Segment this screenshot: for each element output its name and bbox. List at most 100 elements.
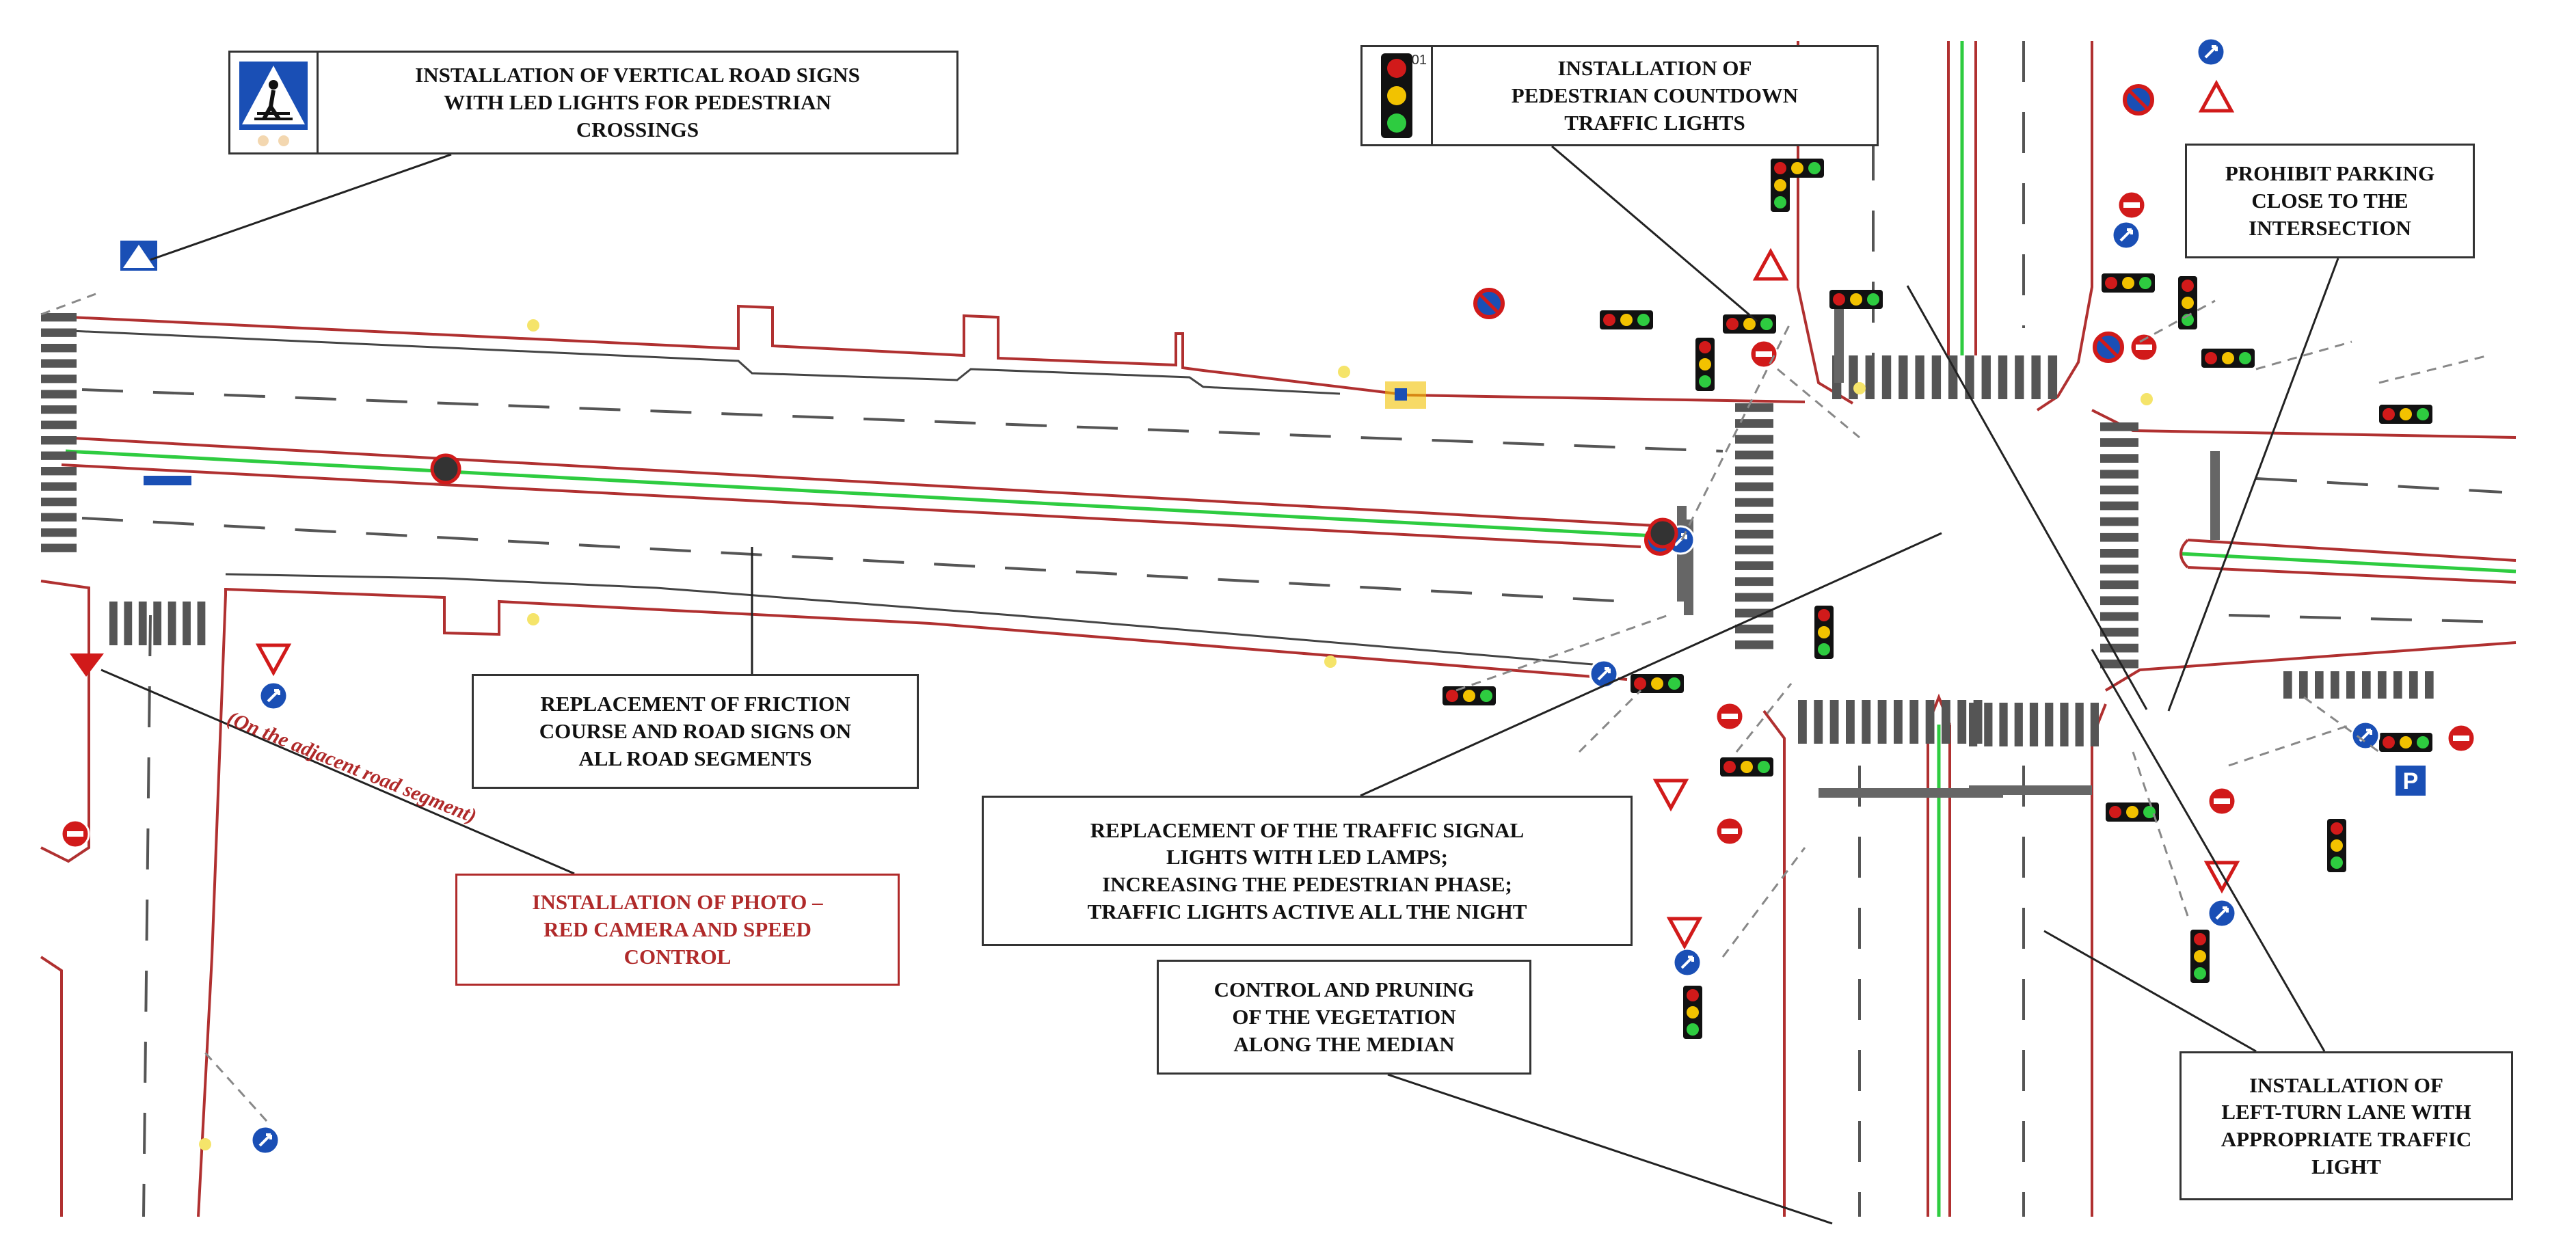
road-markings [41,41,2503,1217]
crosswalk-stripe [1829,700,1839,744]
crosswalk-stripe [41,390,77,399]
crosswalk-stripe [41,543,77,552]
south-road-left-edge [1762,710,1786,1217]
pedestrian-countdown-signal-icon: 01 [1363,45,1433,146]
sign-orientation-line [2132,751,2189,917]
crosswalk-stripe [1981,355,1991,399]
traffic-light-icon [2201,349,2255,368]
crosswalk-stripe [2075,703,2084,746]
street-lamp-marker [527,613,539,625]
traffic-light-icon [1723,314,1776,334]
sign-orientation-line [40,293,96,316]
callout-countdown-lights-text: INSTALLATION OF PEDESTRIAN COUNTDOWN TRA… [1511,56,1799,135]
crosswalk-stripe [41,420,77,429]
crosswalk-stripe [1899,355,1908,399]
callout-leader-line [1360,532,1942,797]
traffic-light-icon [2379,733,2432,752]
sign-orientation-line [2255,340,2352,370]
no-parking-slash [2128,90,2149,110]
traffic-light-icon [1829,290,1883,309]
crosswalk-stripe [1915,355,1924,399]
no-entry-bar [2453,736,2469,741]
callout-leader-line [2043,930,2257,1053]
crosswalk-stripe [2100,565,2138,573]
no-entry-bar [1721,714,1738,719]
crosswalk [41,313,77,552]
direction-arrow [267,689,280,703]
crosswalk-stripe [41,467,77,476]
callout-led-crossing-signs-text: INSTALLATION OF VERTICAL ROAD SIGNS WITH… [415,63,860,141]
callout-leader-line [2091,649,2326,1052]
crosswalk-stripe [2090,703,2099,746]
crosswalk-stripe [1798,700,1807,744]
crosswalk-stripe [2346,671,2355,699]
crosswalk-stripe [1735,593,1773,602]
west-street-right-edge [197,588,227,1217]
callout-leader-line [1551,145,1758,323]
crosswalk-stripe [124,602,133,645]
direction-arrow [258,1133,272,1147]
traffic-light-icon [1443,686,1496,705]
crosswalk-stripe [2362,671,2371,699]
sign-orientation-line [2228,723,2352,767]
crosswalk-stripe [1865,355,1875,399]
lower-left-curb [40,956,63,1217]
crosswalk [1798,700,1983,744]
crosswalk-stripe [41,328,77,337]
traffic-light-icon [1720,757,1773,777]
crosswalk-stripe [2409,671,2418,699]
crosswalk-stripe [1735,450,1773,460]
direction-arrow [2204,45,2218,59]
street-lamp-marker [1853,382,1866,394]
sign-orientation-line [1721,847,1806,958]
lane-sign-blue-bar [144,476,191,485]
crosswalk-stripe [41,528,77,537]
no-parking-slash [2098,337,2119,357]
give-way-sign-icon [1666,917,1703,950]
callout-prohibit-parking: PROHIBIT PARKING CLOSE TO THE INTERSECTI… [2185,144,2475,258]
crosswalk [2283,671,2434,699]
callout-prohibit-parking-text: PROHIBIT PARKING CLOSE TO THE INTERSECTI… [2225,161,2435,240]
crosswalk-stripe [1925,700,1935,744]
street-lamp-marker [199,1138,211,1150]
crosswalk-stripe [2015,355,2024,399]
crosswalk-stripe [2100,549,2138,558]
crosswalk-stripe [109,602,118,645]
callout-friction-course-text: REPLACEMENT OF FRICTION COURSE AND ROAD … [539,692,852,770]
callout-left-turn-lane: INSTALLATION OF LEFT-TURN LANE WITH APPR… [2179,1051,2513,1200]
crosswalk-stripe [1735,466,1773,476]
callout-friction-course: REPLACEMENT OF FRICTION COURSE AND ROAD … [472,674,919,789]
crosswalk-stripe [1735,403,1773,412]
crosswalk-stripe [2283,671,2292,699]
direction-arrow [1680,956,1694,969]
warning-sign-icon [1752,247,1789,281]
parking-sign-letter: P [2403,768,2419,794]
crosswalk-stripe [41,513,77,522]
speed-camera-marker-icon [70,653,104,677]
traffic-light-icon [2379,405,2432,424]
street-lamp-marker [527,319,539,332]
crosswalk-stripe [1735,608,1773,618]
crosswalk-stripe [1735,530,1773,539]
crosswalk-stripe [1735,640,1773,649]
callout-leader-line [1906,285,2148,710]
crosswalk-stripe [2100,422,2138,431]
no-entry-bar [1721,828,1738,834]
east-median-green [2180,552,2517,573]
street-lamp-marker [1324,656,1337,668]
crosswalk-stripe [1846,700,1855,744]
direction-arrow [2215,906,2229,920]
crosswalk-stripe [2100,580,2138,589]
callout-leader-line [100,669,575,875]
callout-leader-line [150,153,452,261]
callout-countdown-lights: 01 INSTALLATION OF PEDESTRIAN COUNTDOWN … [1360,45,1879,146]
sidewalk-lower [225,573,1594,666]
east-median-edges [2179,539,2517,584]
sidewalk-upper [40,328,1341,395]
lane-dash-line [2255,477,2503,494]
crosswalk-stripe [1984,703,1993,746]
sign-orientation-line [1735,683,1793,753]
median-edge-bottom [61,463,1641,548]
callout-left-turn-lane-text: INSTALLATION OF LEFT-TURN LANE WITH APPR… [2221,1072,2472,1178]
